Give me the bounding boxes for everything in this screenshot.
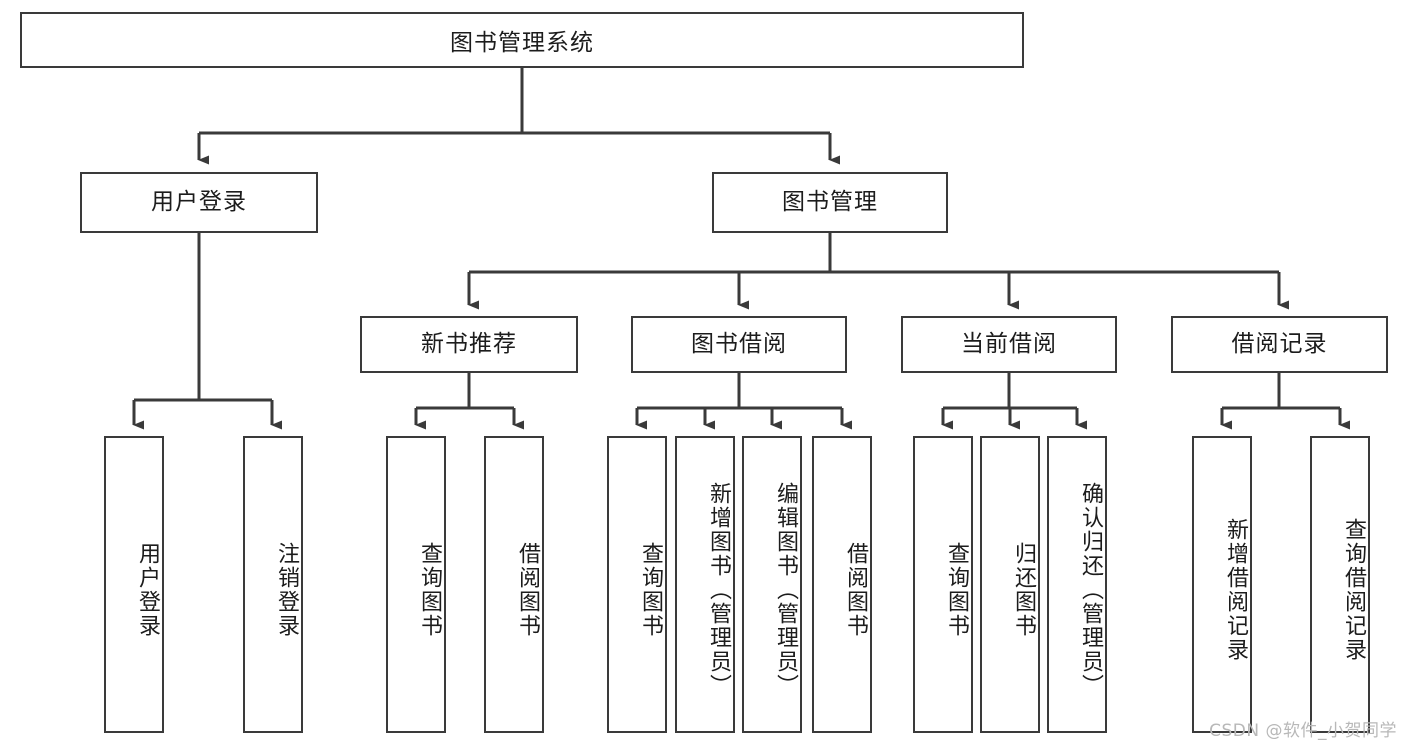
node-current-borrow-label: 当前借阅: [961, 330, 1057, 357]
leaf-logout-label: 注销登录: [274, 541, 299, 638]
leaf-add-borrow-record-label: 新增借阅记录: [1223, 517, 1248, 662]
leaf-query-borrow-record[interactable]: 查询借阅记录: [1310, 436, 1370, 733]
node-borrow-record-label: 借阅记录: [1231, 330, 1328, 357]
leaf-recommend-query-book[interactable]: 查询图书: [386, 436, 446, 733]
node-current-borrow[interactable]: 当前借阅: [901, 316, 1117, 373]
node-root-label: 图书管理系统: [450, 30, 594, 56]
node-book-borrow[interactable]: 图书借阅: [631, 316, 847, 373]
leaf-add-book-admin[interactable]: 新增图书（管理员）: [675, 436, 735, 733]
csdn-watermark: CSDN @软件_小贺同学: [1209, 721, 1397, 741]
leaf-recommend-query-book-label: 查询图书: [417, 541, 442, 638]
node-borrow-record[interactable]: 借阅记录: [1171, 316, 1388, 373]
leaf-add-borrow-record[interactable]: 新增借阅记录: [1192, 436, 1252, 733]
leaf-confirm-return-admin-label: 确认归还（管理员）: [1078, 481, 1103, 698]
leaf-return-book[interactable]: 归还图书: [980, 436, 1040, 733]
leaf-edit-book-admin-label: 编辑图书（管理员）: [773, 481, 798, 698]
leaf-logout[interactable]: 注销登录: [243, 436, 303, 733]
leaf-query-borrow-record-label: 查询借阅记录: [1341, 517, 1366, 662]
leaf-borrow-book[interactable]: 借阅图书: [812, 436, 872, 733]
leaf-recommend-borrow-book-label: 借阅图书: [515, 541, 540, 638]
node-book-management[interactable]: 图书管理: [712, 172, 948, 233]
leaf-add-book-admin-label: 新增图书（管理员）: [706, 481, 731, 698]
leaf-current-query-book-label: 查询图书: [944, 541, 969, 638]
node-book-borrow-label: 图书借阅: [691, 330, 787, 357]
leaf-return-book-label: 归还图书: [1011, 541, 1036, 638]
node-user-login[interactable]: 用户登录: [80, 172, 318, 233]
leaf-current-query-book[interactable]: 查询图书: [913, 436, 973, 733]
leaf-edit-book-admin[interactable]: 编辑图书（管理员）: [742, 436, 802, 733]
leaf-confirm-return-admin[interactable]: 确认归还（管理员）: [1047, 436, 1107, 733]
node-user-login-label: 用户登录: [151, 188, 247, 215]
leaf-recommend-borrow-book[interactable]: 借阅图书: [484, 436, 544, 733]
node-new-book-recommend[interactable]: 新书推荐: [360, 316, 578, 373]
node-book-management-label: 图书管理: [782, 188, 878, 215]
leaf-user-login-label: 用户登录: [135, 541, 160, 638]
leaf-borrow-book-label: 借阅图书: [843, 541, 868, 638]
leaf-borrow-query-book[interactable]: 查询图书: [607, 436, 667, 733]
leaf-user-login[interactable]: 用户登录: [104, 436, 164, 733]
leaf-borrow-query-book-label: 查询图书: [638, 541, 663, 638]
node-new-book-recommend-label: 新书推荐: [421, 330, 517, 357]
node-root-system[interactable]: 图书管理系统: [20, 12, 1024, 68]
